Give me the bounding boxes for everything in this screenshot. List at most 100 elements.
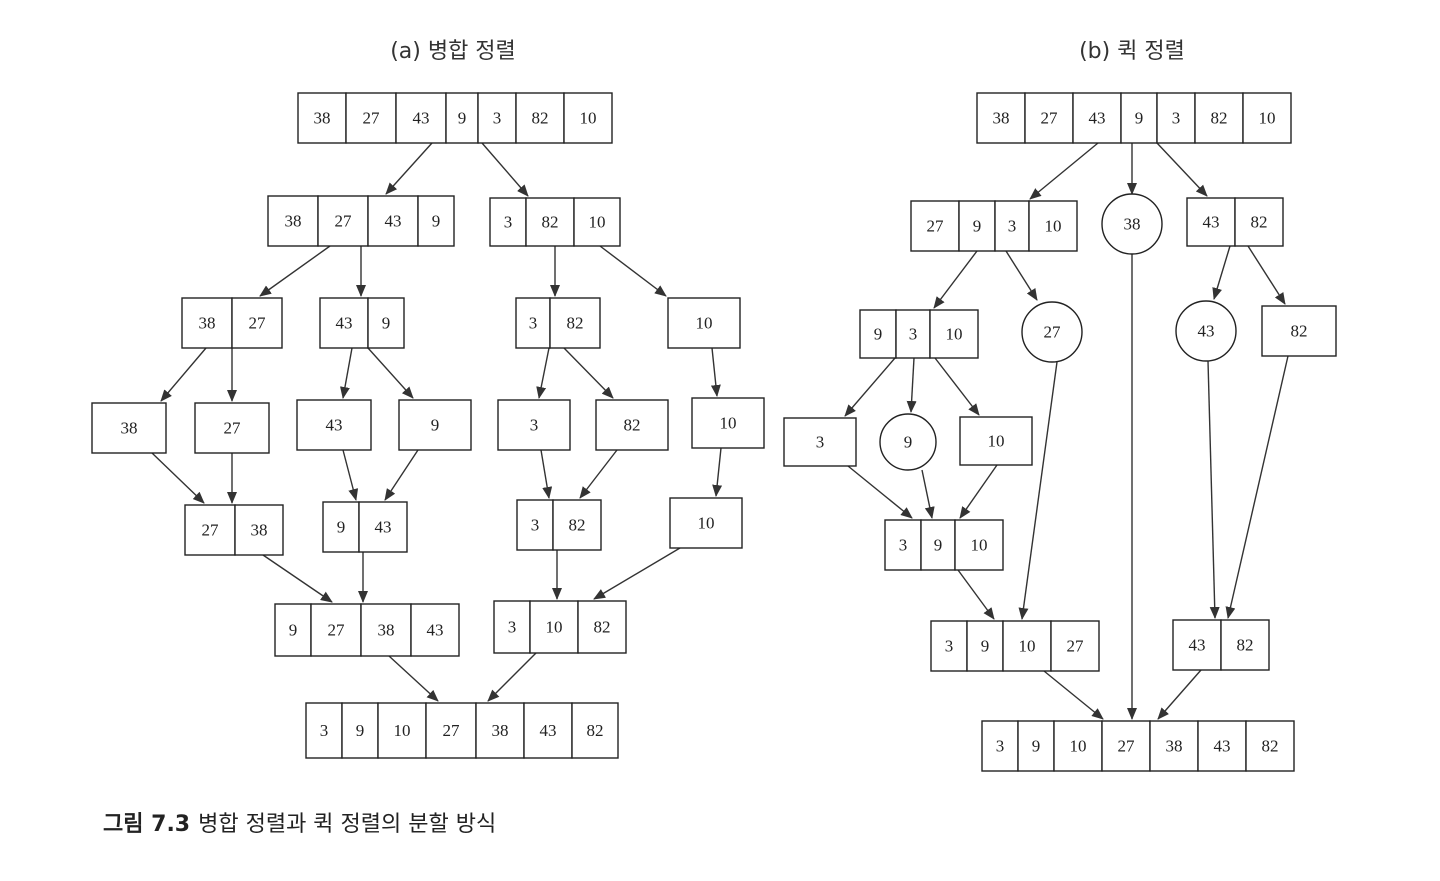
arrow-edge <box>385 142 433 195</box>
array-cell-value: 10 <box>696 314 713 333</box>
array-cell <box>920 519 956 571</box>
array-node-m3c: 43 <box>296 399 372 451</box>
array-cell-value: 9 <box>289 621 298 640</box>
array-cell <box>577 600 627 654</box>
array-cell-value: 3 <box>945 637 954 656</box>
arrow-edge <box>540 449 553 499</box>
array-cell <box>360 603 412 657</box>
figure-caption-label: 그림 7.3 <box>103 812 191 837</box>
array-cell <box>194 402 270 454</box>
array-cell <box>267 195 319 247</box>
array-cell-value: 3 <box>1172 109 1181 128</box>
array-cell <box>910 200 960 252</box>
array-cell <box>958 200 996 252</box>
array-node-m2d: 10 <box>667 297 741 349</box>
array-cell-value: 82 <box>1262 737 1279 756</box>
array-cell <box>1072 92 1122 144</box>
array-cell-value: 43 <box>385 212 402 231</box>
pivot-value: 27 <box>1044 323 1062 342</box>
array-cell-value: 9 <box>973 217 982 236</box>
array-cell <box>976 92 1026 144</box>
array-cell <box>1261 305 1337 357</box>
array-cell <box>398 399 472 451</box>
arrow-edge <box>1157 669 1202 720</box>
array-cell <box>929 309 979 359</box>
arrow-edge <box>1043 670 1104 720</box>
array-cell-value: 9 <box>1135 109 1144 128</box>
array-cell <box>981 720 1019 772</box>
array-cell-value: 10 <box>1019 637 1036 656</box>
pivot-node-p43: 43 <box>1175 300 1237 362</box>
array-cell <box>91 402 167 454</box>
array-cell-value: 9 <box>432 212 441 231</box>
arrow-edge <box>160 347 207 402</box>
array-cell-value: 9 <box>934 536 943 555</box>
array-cell-value: 3 <box>909 325 918 344</box>
pivot-circle <box>1175 300 1237 362</box>
array-cell-value: 3 <box>508 618 517 637</box>
arrow-edge <box>481 142 529 197</box>
array-node-m3d: 9 <box>398 399 472 451</box>
array-cell-value: 10 <box>394 721 411 740</box>
array-cell-value: 27 <box>1041 109 1059 128</box>
array-node-m3b: 27 <box>194 402 270 454</box>
array-cell <box>489 197 527 247</box>
array-cell <box>377 702 427 759</box>
array-cell-value: 27 <box>1067 637 1085 656</box>
arrow-edge <box>342 449 359 501</box>
array-cell <box>274 603 312 657</box>
array-cell-value: 3 <box>816 433 825 452</box>
array-cell <box>445 92 479 144</box>
array-cell <box>515 297 551 349</box>
pivot-node-p9: 9 <box>879 413 937 471</box>
array-cell <box>571 702 619 759</box>
array-cell <box>1101 720 1151 772</box>
array-cell-value: 9 <box>431 416 440 435</box>
array-cell-value: 3 <box>320 721 329 740</box>
array-cell <box>783 417 857 467</box>
array-cell-value: 9 <box>356 721 365 740</box>
array-cell <box>1149 720 1199 772</box>
figure-caption-text: 병합 정렬과 퀵 정렬의 분할 방식 <box>198 812 497 837</box>
array-cell <box>367 195 419 247</box>
arrow-edge <box>1247 245 1286 305</box>
array-cell-value: 38 <box>492 721 509 740</box>
array-cell <box>667 297 741 349</box>
array-cell-value: 27 <box>363 109 381 128</box>
array-cell-value: 27 <box>927 217 945 236</box>
array-cell <box>529 600 579 654</box>
array-cell-value: 38 <box>285 212 302 231</box>
arrow-edge <box>906 357 917 413</box>
array-cell <box>410 603 460 657</box>
arrow-edge <box>1207 360 1220 619</box>
array-cell-value: 27 <box>1118 737 1136 756</box>
array-cell-value: 3 <box>504 213 513 232</box>
array-cell-value: 3 <box>996 737 1005 756</box>
array-cell-value: 38 <box>121 419 138 438</box>
array-cell <box>552 499 602 551</box>
arrow-edge <box>1005 250 1038 301</box>
array-cell-value: 10 <box>946 325 963 344</box>
array-cell <box>691 397 765 449</box>
array-cell <box>1028 200 1078 252</box>
array-cell <box>1002 620 1052 672</box>
array-cell-value: 3 <box>493 109 502 128</box>
arrow-edge <box>921 469 935 519</box>
arrow-edge <box>536 347 550 399</box>
array-node-m3a: 38 <box>91 402 167 454</box>
array-cell-value: 10 <box>1259 109 1276 128</box>
array-cell-value: 43 <box>336 314 353 333</box>
array-cell <box>425 702 477 759</box>
pivot-node-p27: 27 <box>1021 301 1083 363</box>
array-cell <box>1024 92 1074 144</box>
array-cell <box>358 501 408 553</box>
array-cell-value: 38 <box>251 521 268 540</box>
